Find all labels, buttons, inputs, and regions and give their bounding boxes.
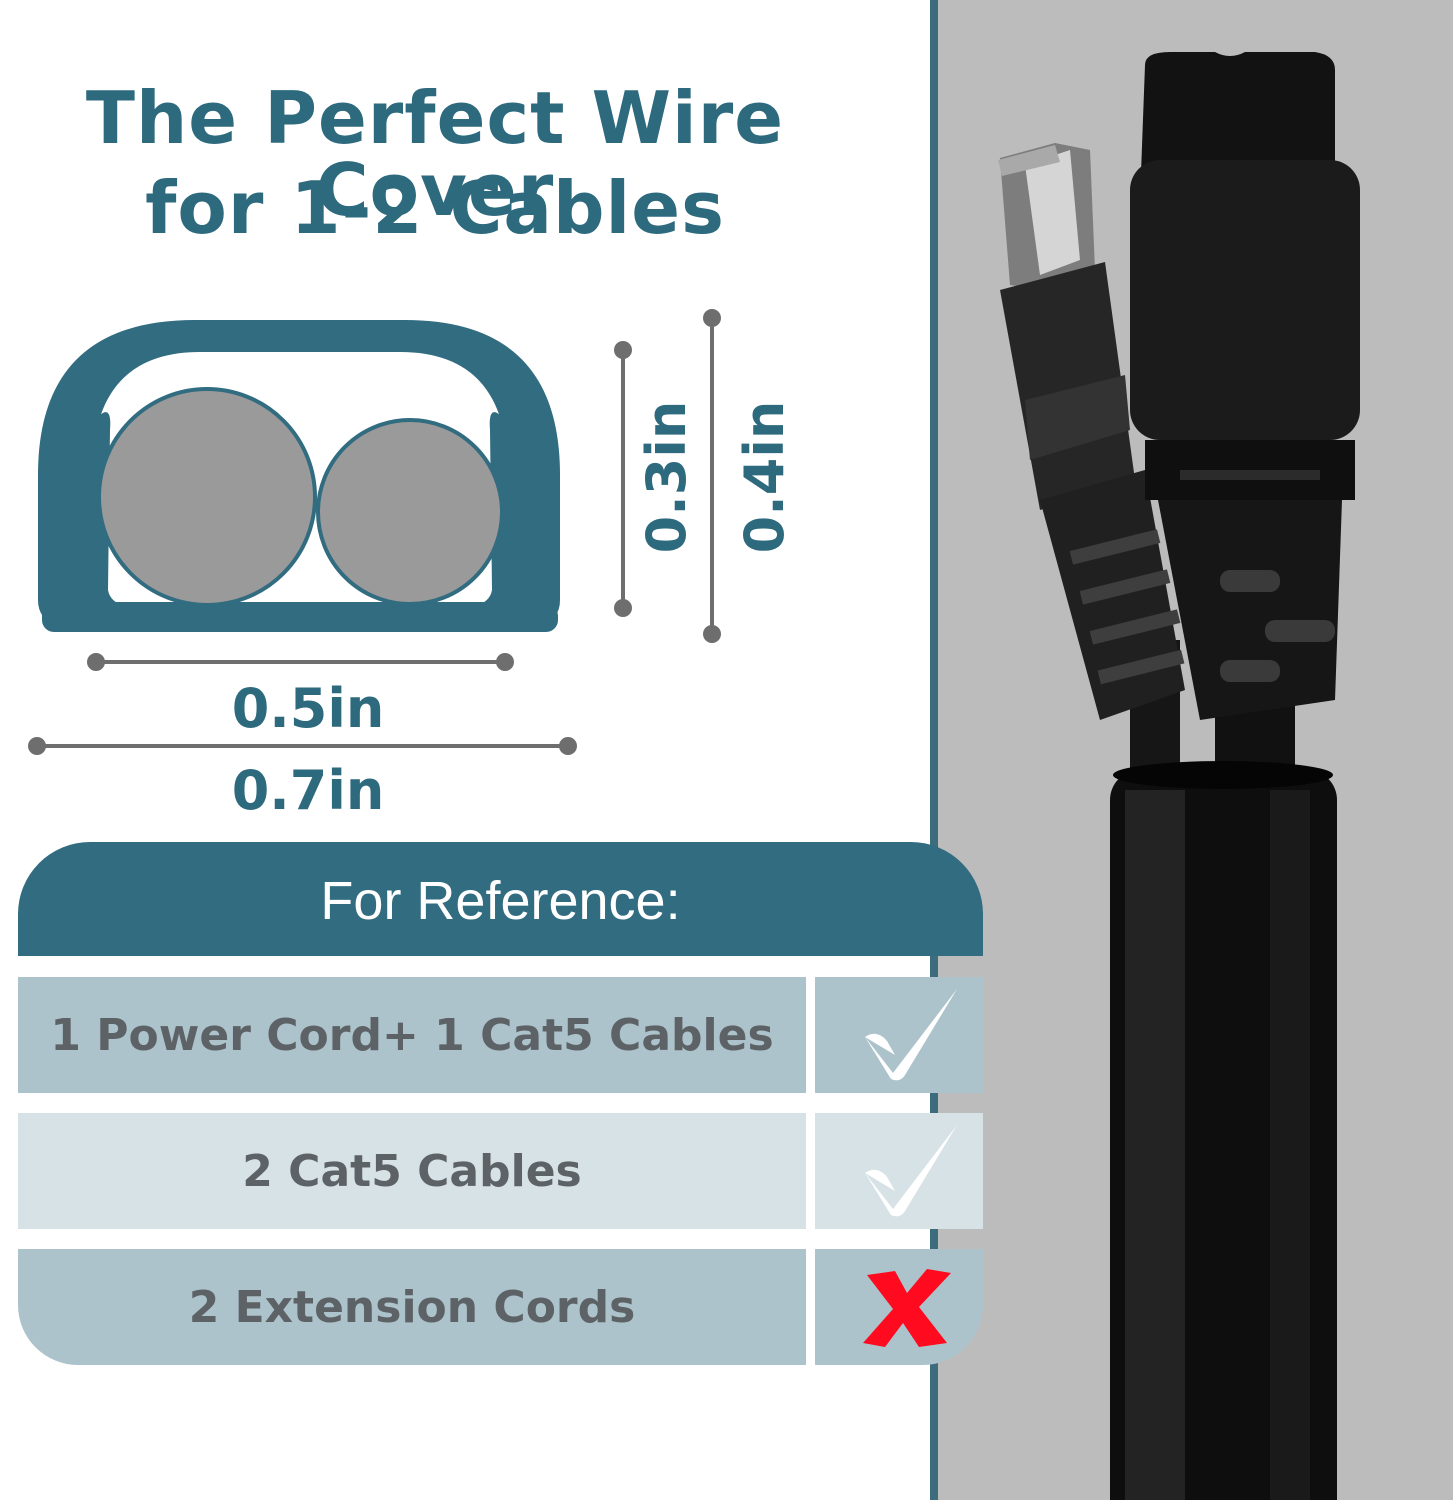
headline-line-2: for 1-2 Cables — [145, 166, 725, 250]
reference-row-mark-cell — [815, 1113, 983, 1229]
power-connector — [1130, 52, 1360, 720]
headline-line-1: The Perfect Wire Cover — [85, 76, 785, 232]
cable-small-circle — [316, 418, 504, 606]
dimension-inner-height — [614, 341, 632, 617]
cable-large-circle — [97, 387, 317, 607]
checkmark-icon — [865, 1125, 957, 1217]
reference-row: 1 Power Cord+ 1 Cat5 Cables — [18, 977, 983, 1093]
dimension-inner-width — [87, 653, 514, 671]
reference-row-label: 2 Extension Cords — [18, 1249, 806, 1365]
reference-row-mark-cell — [815, 1249, 983, 1365]
reference-panel-title: For Reference: — [320, 871, 681, 931]
cable-cover-photo — [930, 0, 1453, 1500]
reference-row: 2 Extension Cords — [18, 1249, 983, 1365]
photo-border-line — [930, 0, 938, 1500]
cover-lip-right — [475, 412, 556, 606]
dimension-outer-height — [703, 309, 721, 643]
reference-row-label-text: 2 Cat5 Cables — [242, 1145, 582, 1197]
x-mark-icon — [863, 1269, 951, 1347]
dc-plug — [998, 143, 1185, 720]
reference-row: 2 Cat5 Cables — [18, 1113, 983, 1229]
reference-row-label-text: 2 Extension Cords — [188, 1281, 636, 1333]
reference-row-label: 2 Cat5 Cables — [18, 1113, 806, 1229]
dimension-inner-width-label: 0.5in — [232, 677, 385, 740]
reference-row-label: 1 Power Cord+ 1 Cat5 Cables — [18, 977, 806, 1093]
reference-row-label-text: 1 Power Cord+ 1 Cat5 Cables — [50, 1009, 774, 1061]
dimension-inner-height-label: 0.3in — [635, 401, 698, 554]
dimension-outer-height-label: 0.4in — [733, 401, 796, 554]
dimension-outer-width — [28, 737, 577, 755]
checkmark-icon — [865, 989, 957, 1081]
cover-base — [42, 604, 558, 632]
cable-cover-channel — [1110, 761, 1337, 1500]
dimension-outer-width-label: 0.7in — [232, 759, 385, 822]
reference-row-mark-cell — [815, 977, 983, 1093]
cross-section-diagram: 0.3in 0.4in 0.5in 0.7in — [28, 309, 796, 822]
reference-panel-header: For Reference: — [18, 842, 983, 956]
